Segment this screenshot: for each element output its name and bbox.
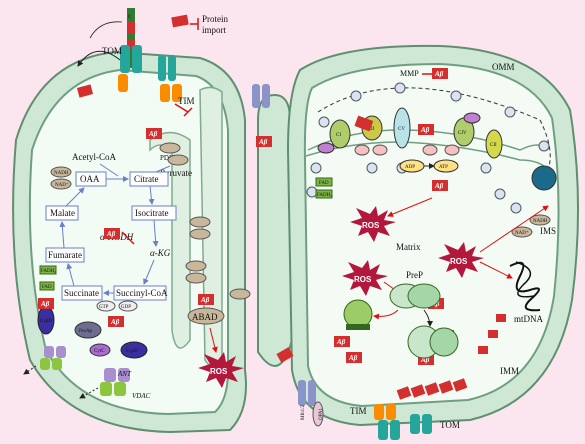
svg-text:CIII: CIII: [366, 127, 375, 132]
ros-ims: ROS: [438, 242, 484, 278]
tim-label-top: TIM: [178, 96, 195, 106]
tca-citrate: Citrate: [134, 174, 159, 184]
protein-import-chain: C: [127, 8, 135, 68]
svg-text:CypD: CypD: [40, 319, 52, 324]
omm-label: OMM: [492, 62, 515, 72]
svg-text:ROS: ROS: [354, 275, 372, 284]
prep-label: PreP: [406, 270, 423, 280]
tim-label-bottom: TIM: [350, 406, 367, 416]
imm-label: IMM: [500, 366, 519, 376]
abad-ros-center: Aβ Aβ ABAD ROS: [187, 136, 272, 388]
tca-fumarate: Fumarate: [48, 250, 82, 260]
tca-oaa: OAA: [80, 174, 100, 184]
svg-text:CIV: CIV: [458, 131, 467, 136]
svg-text:ROS: ROS: [450, 257, 468, 266]
svg-text:Aβ: Aβ: [336, 338, 346, 346]
center-mitochondrion: [257, 94, 294, 367]
svg-text:ROS: ROS: [362, 221, 380, 230]
tca-akg: α-KG: [150, 248, 171, 258]
abeta-left: Aβ Aβ Aβ Aβ: [38, 84, 162, 327]
svg-text:NAD⁺: NAD⁺: [515, 230, 529, 236]
vdac-label: VDAC: [132, 392, 151, 400]
svg-text:Aβ: Aβ: [420, 126, 430, 134]
ant-vdac: [40, 346, 130, 396]
prep-enzymes: [343, 283, 459, 359]
tom-label-top: TOM: [102, 46, 122, 56]
svg-text:Mfn1/2: Mfn1/2: [301, 405, 306, 421]
svg-text:OPA1: OPA1: [319, 407, 324, 420]
pdh-label: PDH: [160, 154, 174, 162]
svg-text:CypD: CypD: [126, 349, 138, 354]
svg-text:FAD: FAD: [42, 285, 52, 290]
tom-complex-top: [120, 45, 176, 81]
mtdna-helix: [509, 261, 541, 312]
tca-isocitrate: Isocitrate: [135, 208, 168, 218]
svg-text:FADH₂: FADH₂: [41, 269, 56, 274]
nad-ellipses-left: [50, 142, 211, 284]
mtdna-label: mtDNA: [514, 314, 544, 324]
svg-text:Aβ: Aβ: [148, 130, 158, 138]
right-mitochondrion: [286, 44, 579, 427]
svg-text:NADH: NADH: [533, 219, 548, 224]
etc-complexes: CI CIII CV CIV CII: [317, 107, 557, 191]
svg-text:Aβ: Aβ: [420, 356, 430, 364]
svg-text:Aβ: Aβ: [348, 354, 358, 362]
tca-succinyl-coa: Succinyl-CoA: [116, 288, 168, 298]
svg-text:ATP: ATP: [439, 165, 448, 170]
svg-text:C: C: [128, 15, 132, 20]
ros-matrix: ROS: [350, 206, 396, 242]
svg-text:Aβ: Aβ: [200, 296, 210, 304]
abad-label: ABAD: [192, 312, 218, 322]
tca-succinate: Succinate: [64, 288, 99, 298]
svg-text:Aβ: Aβ: [40, 300, 50, 308]
acetyl-coa-label: Acetyl-CoA: [72, 152, 116, 162]
ros-center: ROS: [210, 367, 228, 376]
fusion-proteins: Mfn1/2 OPA1: [252, 84, 324, 427]
svg-text:Aβ: Aβ: [258, 138, 268, 146]
tca-malate: Malate: [50, 208, 75, 218]
svg-text:FADH₂: FADH₂: [317, 193, 332, 198]
matrix-label: Matrix: [396, 242, 421, 252]
tim-tom-bottom: [374, 404, 432, 440]
svg-text:Aβ: Aβ: [106, 230, 116, 238]
svg-text:CI: CI: [336, 133, 341, 138]
svg-text:Aβ: Aβ: [434, 70, 444, 78]
import-arrow: [77, 50, 121, 67]
mmp-label: MMP: [400, 69, 419, 78]
tca-cycle: Acetyl-CoA Pyruvate PDH OAA Citrate Isoc…: [45, 152, 192, 301]
svg-text:import: import: [202, 25, 226, 35]
protein-import-label-group: Protein import: [171, 14, 228, 35]
import-arrow: [89, 21, 123, 39]
svg-text:NAD⁺: NAD⁺: [55, 182, 69, 188]
svg-text:CII: CII: [490, 143, 497, 148]
svg-text:Aβ: Aβ: [434, 182, 444, 190]
svg-text:GDP: GDP: [121, 305, 131, 310]
proton-markers: [306, 82, 550, 214]
svg-text:NADH: NADH: [54, 171, 69, 176]
svg-text:ADP: ADP: [405, 165, 415, 170]
svg-text:CV: CV: [398, 127, 405, 132]
svg-text:GTP: GTP: [99, 305, 109, 310]
ant-label: ANT: [117, 370, 132, 378]
tom-label-bottom: TOM: [440, 420, 460, 430]
svg-text:CytC: CytC: [94, 349, 105, 354]
tim-complex-top: [118, 74, 182, 102]
ros-prep: ROS: [342, 260, 388, 296]
proap-label: ProAp: [79, 329, 93, 334]
svg-text:FAD: FAD: [319, 181, 329, 186]
pyruvate-label: Pyruvate: [160, 168, 192, 178]
crista: [149, 131, 191, 349]
ims-label: IMS: [540, 226, 556, 236]
svg-text:Aβ: Aβ: [110, 318, 120, 326]
protein-import-label: Protein: [202, 14, 228, 24]
